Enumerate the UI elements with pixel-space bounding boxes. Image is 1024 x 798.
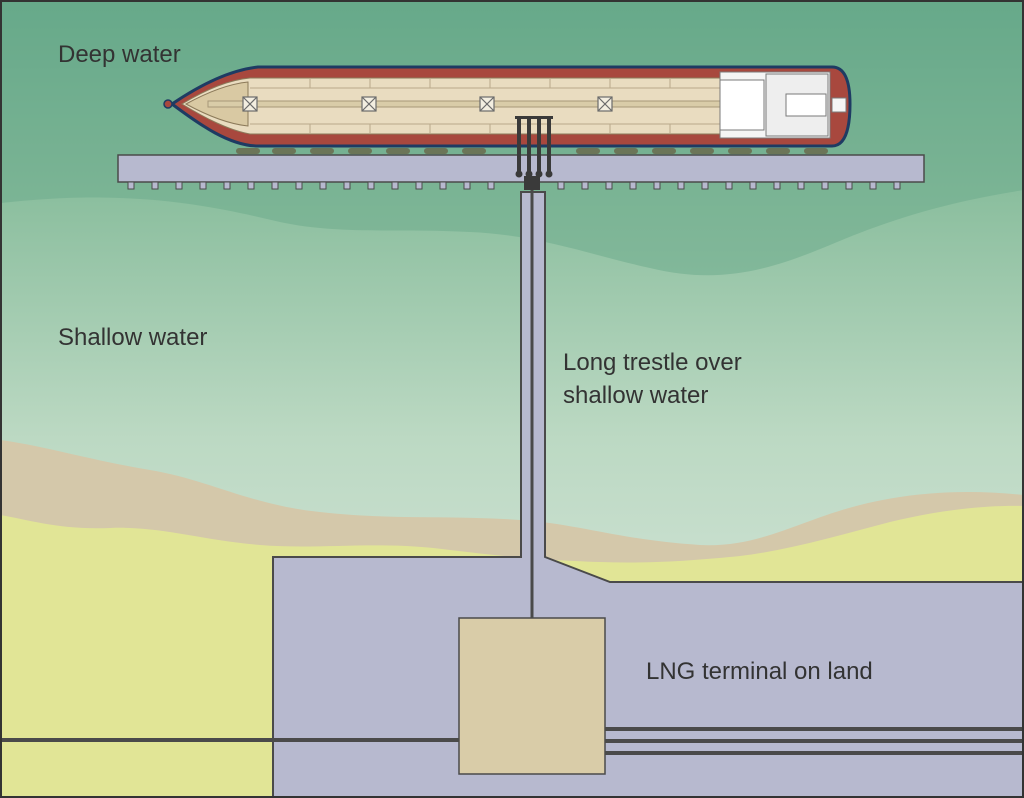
- label-shallow-water: Shallow water: [58, 324, 208, 351]
- label-terminal: LNG terminal on land: [646, 658, 873, 685]
- deck-pipe: [207, 100, 721, 108]
- label-deep-water: Deep water: [58, 41, 181, 68]
- label-trestle: Long trestle over shallow water: [563, 346, 742, 412]
- pier-piles: [127, 181, 901, 190]
- loading-arms: [517, 116, 551, 174]
- terminal-building: [458, 617, 606, 775]
- ship-fenders: [236, 148, 828, 154]
- pipelines-east: [605, 727, 1024, 755]
- label-trestle-line-1: Long trestle over: [563, 349, 742, 376]
- tank-domes: [242, 96, 613, 112]
- ship-superstructure: [719, 71, 847, 139]
- bow-tip: [163, 99, 173, 109]
- manifold-block: [524, 176, 540, 190]
- lng-carrier-ship: [163, 65, 852, 148]
- label-trestle-line-2: shallow water: [563, 382, 709, 409]
- loading-arm-joints: [515, 116, 553, 178]
